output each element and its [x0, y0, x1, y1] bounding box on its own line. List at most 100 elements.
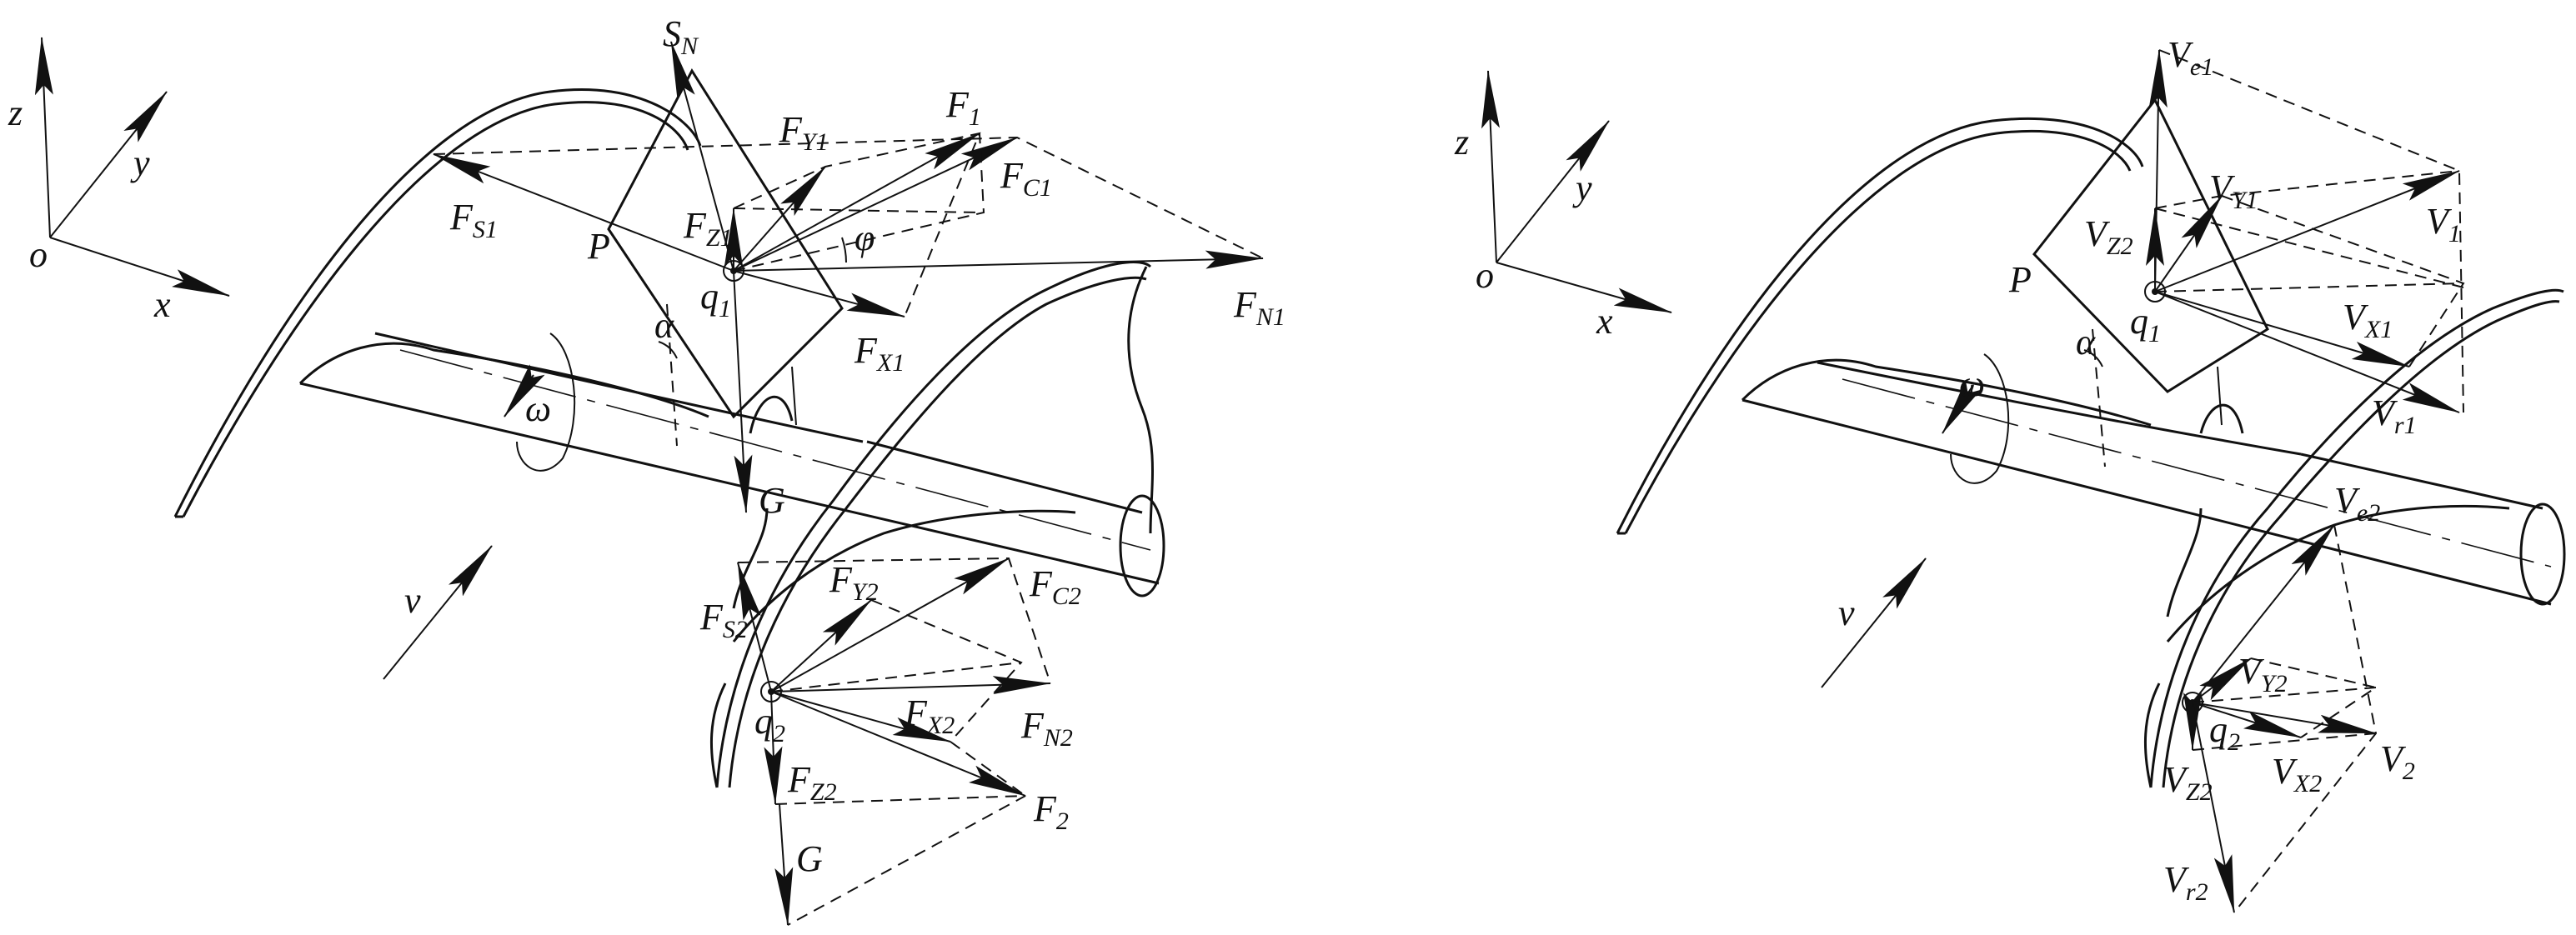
right-screw-blades	[1616, 117, 2564, 788]
right-axes: z y x o	[1454, 70, 1672, 342]
right-v1-arrow	[2154, 170, 2460, 292]
left-p-label: P	[587, 226, 610, 267]
left-shaft-bottom-edge	[299, 382, 1160, 585]
right-omega-curve	[1950, 353, 2010, 484]
left-g2-label: G	[796, 838, 823, 879]
right-rotation-indicator: ω	[1942, 353, 2010, 484]
left-fy2-diag	[770, 662, 1022, 692]
left-z-label: z	[8, 92, 23, 133]
right-blade-3-root	[2166, 508, 2203, 618]
right-x-axis	[1496, 262, 1672, 313]
right-v1-parallelogram	[2158, 49, 2464, 413]
right-alpha-label: α	[2076, 322, 2096, 362]
right-blade-1-inner	[1624, 129, 2132, 534]
left-phi-label: φ	[854, 218, 875, 258]
left-plane-leg	[791, 366, 797, 426]
left-q1-forces: SN FS1 F1 FY1 FC1 FN1 FX1 FZ1 φ q1 G	[433, 13, 1285, 521]
left-q2-forces: FS2 FY2 FC2 q2 FX2 FN2 FZ2 F2 G	[699, 557, 1081, 926]
left-v-arrow	[383, 545, 493, 680]
left-fs2-arrow	[737, 562, 772, 692]
left-fn2-label: FN2	[1020, 705, 1073, 752]
right-blade-2-inner	[2162, 300, 2560, 788]
left-omega-curve	[516, 332, 576, 472]
left-panel: z y x o	[8, 13, 1285, 926]
left-omega-label: ω	[525, 388, 551, 429]
right-shaft-bottom-edge	[1742, 398, 2552, 606]
left-f2-arrow	[770, 691, 1026, 797]
right-screw-shaft	[1742, 361, 2566, 606]
left-fx2-close	[950, 741, 1026, 797]
right-origin-label: o	[1476, 255, 1494, 296]
left-fc1-label: FC1	[1000, 155, 1052, 202]
left-fy2-label: FY2	[829, 559, 879, 606]
left-blade-3-outer	[709, 682, 727, 788]
left-alpha-ref	[666, 303, 678, 447]
left-fs1-fn1-parallelogram	[433, 136, 1264, 259]
left-fc1-top	[733, 208, 980, 213]
right-vx1-label: VX1	[2343, 297, 2393, 343]
left-blade-1-inner	[182, 101, 689, 518]
left-origin-label: o	[29, 234, 48, 275]
right-p-label: P	[2008, 259, 2032, 300]
right-v2-parallelogram	[2233, 524, 2378, 913]
left-blade-1-root	[298, 342, 709, 418]
left-y-label: y	[130, 142, 150, 183]
left-fx2-arrow	[770, 691, 951, 742]
left-f2-construction	[774, 795, 1026, 926]
left-blade-3-top	[732, 509, 1076, 642]
right-q2-diag	[2192, 687, 2377, 703]
right-shaft-top-edge	[1817, 361, 2302, 456]
right-vy1-label: VY1	[2209, 168, 2258, 214]
right-x-label: x	[1596, 301, 1613, 342]
left-blade-2-outer	[715, 260, 1152, 788]
left-fx1-label: FX1	[854, 330, 905, 377]
left-fn1-label: FN1	[1233, 284, 1285, 331]
left-fc2-parallelogram	[737, 557, 1051, 684]
left-blade-1-root-2	[749, 395, 794, 434]
right-vz2-label: VZ2	[2163, 759, 2213, 806]
right-omega-label: ω	[1959, 363, 1985, 404]
right-v2-label: V2	[2380, 738, 2415, 785]
right-q2-label: q2	[2209, 709, 2240, 756]
right-ve2-label: Ve2	[2334, 480, 2380, 527]
left-fs2-label: FS2	[699, 597, 748, 643]
left-alpha-arc	[658, 341, 678, 359]
left-axes: z y x o	[8, 37, 230, 325]
left-sn-label: SN	[663, 13, 699, 60]
left-fn2-arrow	[770, 676, 1051, 695]
right-v-label: v	[1838, 592, 1855, 633]
left-f1-construction	[733, 132, 981, 318]
left-blade-1-outer	[173, 88, 702, 518]
left-fz1-label: FZ1	[683, 205, 733, 252]
left-y-axis	[49, 91, 168, 238]
left-plane-p: P α	[587, 68, 844, 447]
right-q2-velocities: Ve2 VY2 q2 V2 VZ2 VX2 Vr2	[2163, 480, 2415, 913]
right-z-axis	[1481, 70, 1500, 263]
right-q1-velocities: Ve1 VY1 VZ2 V1 q1 VX1 Vr1	[2084, 34, 2465, 439]
left-blade-2-inner	[728, 276, 1147, 788]
right-omega-arrow	[1942, 379, 1982, 434]
left-fn1-arrow	[733, 250, 1264, 272]
right-blade-1-root-2	[2199, 403, 2244, 434]
right-q1-label: q1	[2130, 301, 2161, 348]
left-f1-arrow	[733, 132, 980, 272]
left-blade-2-edge	[1127, 266, 1154, 534]
left-fz2-label: FZ2	[787, 759, 837, 806]
left-q2-label: q2	[754, 701, 785, 748]
right-y-axis	[1496, 120, 1610, 263]
left-fy1-arrow	[733, 166, 826, 272]
right-blade-1-outer	[1616, 117, 2144, 534]
left-blade-3-root	[732, 508, 769, 609]
left-alpha-label: α	[654, 305, 674, 346]
right-vy2-arrow	[2192, 658, 2252, 703]
left-screw-shaft	[299, 332, 1165, 598]
left-fc2-arrow	[770, 558, 1010, 692]
right-y-label: y	[1572, 168, 1592, 208]
right-vx2-arrow	[2192, 702, 2302, 738]
left-z-axis	[34, 37, 53, 238]
right-vx2-label: VX2	[2272, 751, 2322, 798]
right-vz2-construction	[2154, 208, 2464, 288]
right-q1-diag	[2154, 282, 2464, 292]
